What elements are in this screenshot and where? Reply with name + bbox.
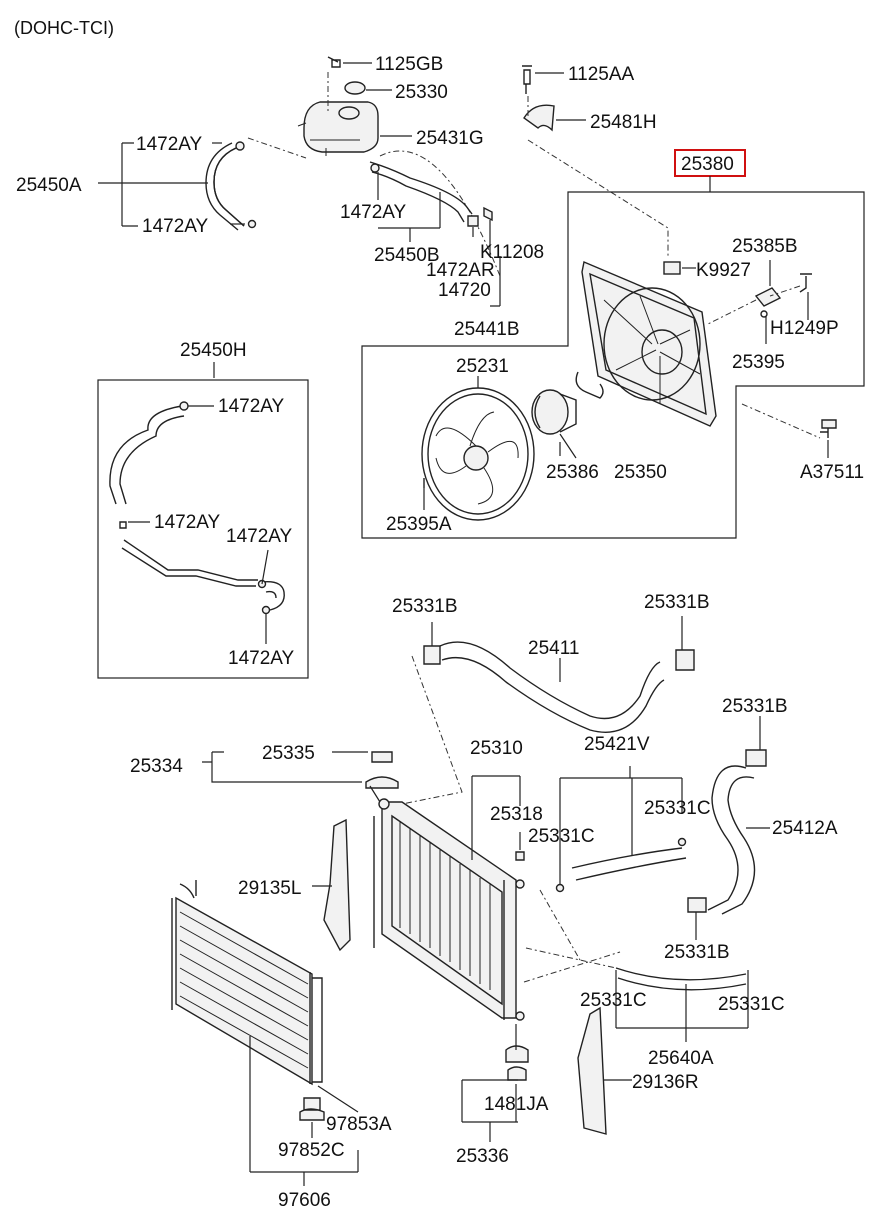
clamp-icon: [423, 645, 441, 665]
hose-25421V: [555, 766, 687, 893]
label-25350[interactable]: 25350: [614, 462, 667, 483]
label-25331C-a[interactable]: 25331C: [528, 826, 595, 847]
label-25380: 25380: [681, 154, 734, 175]
mount-icon: [505, 1045, 529, 1063]
label-25331B-d[interactable]: 25331B: [664, 942, 730, 963]
label-25336[interactable]: 25336: [456, 1146, 509, 1167]
label-25412A[interactable]: 25412A: [772, 818, 838, 839]
label-25395[interactable]: 25395: [732, 352, 785, 373]
label-25481H[interactable]: 25481H: [590, 112, 657, 133]
label-1472AY-a[interactable]: 1472AY: [136, 134, 203, 155]
label-25310[interactable]: 25310: [470, 738, 523, 759]
motor-icon: [531, 389, 569, 435]
reservoir-tank-group: [247, 56, 501, 277]
fan-shroud-25350: [575, 261, 717, 427]
label-25331B-b[interactable]: 25331B: [644, 592, 710, 613]
label-14720[interactable]: 14720: [438, 280, 491, 301]
label-1125GB[interactable]: 1125GB: [375, 54, 443, 75]
label-25431G[interactable]: 25431G: [416, 128, 484, 149]
resistor-icon: [754, 287, 782, 307]
label-25640A[interactable]: 25640A: [648, 1048, 714, 1069]
mount-25336: [461, 1024, 529, 1142]
label-25334[interactable]: 25334: [130, 756, 183, 777]
hose-25640A: [523, 889, 749, 1042]
label-29136R[interactable]: 29136R: [632, 1072, 699, 1093]
label-25331B-c[interactable]: 25331B: [722, 696, 788, 717]
label-25395A[interactable]: 25395A: [386, 514, 452, 535]
label-1472AY-f[interactable]: 1472AY: [226, 526, 293, 547]
label-25331C-b[interactable]: 25331C: [644, 798, 711, 819]
drain-plug-icon: [515, 851, 525, 861]
label-97852C[interactable]: 97852C: [278, 1140, 345, 1161]
clamp-icon: [687, 897, 707, 913]
label-1472AY-g[interactable]: 1472AY: [228, 648, 295, 669]
label-25411[interactable]: 25411: [528, 638, 579, 659]
label-25335[interactable]: 25335: [262, 743, 315, 764]
label-K11208[interactable]: K11208: [480, 242, 544, 263]
bolt-1125gb-icon: [327, 56, 341, 68]
bolt-1125aa-icon: [522, 65, 532, 94]
label-97853A[interactable]: 97853A: [326, 1114, 392, 1135]
bracket-25481h-icon: [523, 104, 555, 132]
cap-icon: [371, 751, 393, 763]
label-H1249P[interactable]: H1249P: [770, 318, 839, 339]
cap-seat-icon: [365, 776, 399, 789]
label-25385B[interactable]: 25385B: [732, 236, 798, 257]
cap-group-25334: [202, 751, 399, 803]
label-25450H[interactable]: 25450H: [180, 340, 247, 361]
fan-25231: [421, 376, 535, 521]
label-97606[interactable]: 97606: [278, 1190, 331, 1211]
k9927-icon: [663, 261, 681, 275]
label-A37511[interactable]: A37511: [800, 462, 864, 483]
label-25441B[interactable]: 25441B: [454, 319, 520, 340]
hose-25450b: [369, 161, 501, 307]
label-1472AY-d[interactable]: 1472AY: [218, 396, 285, 417]
clamp-icon: [247, 219, 257, 229]
label-1472AR[interactable]: 1472AR: [426, 260, 495, 281]
air-guard-29136r: [577, 1006, 632, 1135]
hose-25450h-box: [97, 362, 309, 679]
label-1472AY-b[interactable]: 1472AY: [142, 216, 209, 237]
condenser-97606: [171, 880, 359, 1186]
assembly-25380-box: 25380: [361, 149, 865, 539]
mount-bushing-icon: [299, 1097, 325, 1121]
label-25331C-d[interactable]: 25331C: [718, 994, 785, 1015]
bolt-a37511: [741, 403, 837, 458]
fan-hub-icon: [463, 445, 489, 471]
bracket-group: [522, 65, 669, 258]
label-25386[interactable]: 25386: [546, 462, 599, 483]
label-25450B[interactable]: 25450B: [374, 245, 440, 266]
fan-motor-25386: [531, 389, 577, 459]
resistor-group: [707, 260, 812, 344]
label-25331C-c[interactable]: 25331C: [580, 990, 647, 1011]
label-25421V[interactable]: 25421V: [584, 734, 650, 755]
callout-labels: 1125GB 25330 25431G 1472AY 25450A 1472AY…: [16, 54, 864, 1211]
air-guard-29135l: [312, 818, 351, 952]
engine-variant-title: (DOHC-TCI): [14, 18, 114, 38]
hose-25412A: [687, 716, 770, 940]
reservoir-cap-icon: [344, 81, 366, 95]
clamp-icon: [675, 649, 695, 671]
clamp-icon: [745, 749, 767, 767]
label-1125AA[interactable]: 1125AA: [568, 64, 635, 85]
label-1472AY-c[interactable]: 1472AY: [340, 202, 407, 223]
clamp-icon: [235, 141, 245, 151]
label-1472AY-e[interactable]: 1472AY: [154, 512, 221, 533]
label-K9927[interactable]: K9927: [696, 260, 751, 281]
label-25331B-a[interactable]: 25331B: [392, 596, 458, 617]
label-25450A[interactable]: 25450A: [16, 175, 82, 196]
label-29135L[interactable]: 29135L: [238, 878, 301, 899]
overflow-hose-25450a: [98, 141, 257, 231]
label-25231[interactable]: 25231: [456, 356, 509, 377]
upper-hose-25411: [401, 616, 695, 805]
label-1481JA[interactable]: 1481JA: [484, 1094, 549, 1115]
label-25330[interactable]: 25330: [395, 82, 448, 103]
label-25318[interactable]: 25318: [490, 804, 543, 825]
radiator-25310: [373, 775, 525, 1021]
bolt-icon: [820, 419, 837, 438]
